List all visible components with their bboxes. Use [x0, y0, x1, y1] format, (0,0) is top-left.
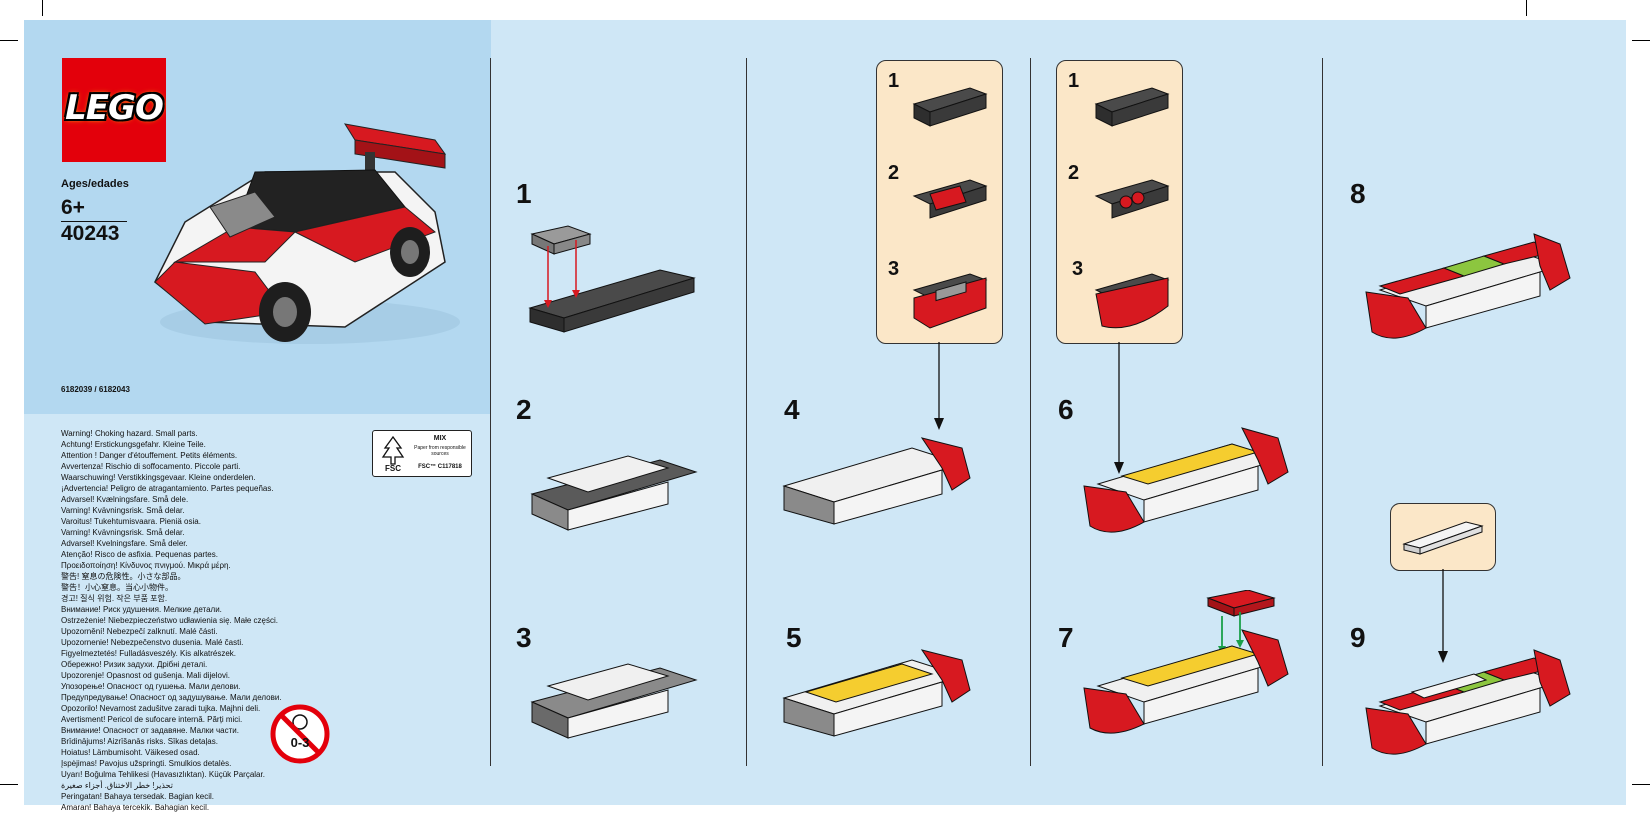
callout-b-num-1: 1	[1068, 70, 1080, 92]
callout-b-parts	[1094, 87, 1170, 329]
warning-line: ¡Advertencia! Peligro de atragantamiento…	[61, 484, 274, 493]
warning-line: Обережно! Ризик задухи. Дрібні деталі.	[61, 660, 208, 669]
column-divider	[1322, 58, 1323, 766]
warning-line: Attention ! Danger d'étouffement. Petits…	[61, 451, 238, 460]
callout-a-arrow	[934, 342, 944, 430]
fsc-label: FSC MIX Paper from responsible sources F…	[372, 430, 472, 477]
warning-line: Предупредување! Опасност од задушување. …	[61, 693, 282, 702]
cover-car-image	[154, 123, 460, 344]
warning-line: Varning! Kvävningsrisk. Små delar.	[61, 528, 185, 537]
warning-line: Opozorilo! Nevarnost zadušitve zaradi tu…	[61, 704, 261, 713]
warning-line: Advarsel! Kvælningsfare. Små dele.	[61, 495, 189, 504]
column-divider	[746, 58, 747, 766]
warning-line: Atenção! Risco de asfixia. Pequenas part…	[61, 550, 218, 559]
step-number-8: 8	[1350, 178, 1366, 209]
callout-c-part	[1402, 521, 1484, 555]
warning-line: Advarsel! Kvelningsfare. Små deler.	[61, 539, 188, 548]
fsc-code: FSC™ C117818	[418, 464, 462, 470]
step-3-image	[530, 663, 698, 739]
step-9-image	[1365, 649, 1571, 755]
warning-line: تحذير! خطر الاختناق. أجزاء صغيرة	[61, 781, 173, 790]
crop-mark	[0, 784, 18, 785]
step-number-9: 9	[1350, 622, 1366, 653]
warning-line: 경고! 질식 위험. 작은 부품 포함.	[61, 594, 168, 603]
column-divider	[490, 58, 491, 766]
column-divider	[1030, 58, 1031, 766]
warning-line: Figyelmeztetés! Fulladásveszély. Kis alk…	[61, 649, 237, 658]
warning-line: 警告！小心窒息。当心小物件。	[61, 583, 173, 592]
warning-line: Avvertenza! Rischio di soffocamento. Pic…	[61, 462, 241, 471]
step-5-image	[782, 649, 971, 737]
warning-line: Avertisment! Pericol de sufocare internă…	[61, 715, 243, 724]
warning-line: Uyarı! Boğulma Tehlikesi (Havasızlıktan)…	[61, 770, 265, 779]
age-warning-icon: 0-3	[270, 704, 330, 764]
crop-mark	[0, 40, 18, 41]
step-7-image	[1083, 590, 1289, 734]
callout-a-num-3: 3	[888, 258, 900, 280]
ages-label: Ages/edades	[61, 178, 129, 190]
warning-line: Waarschuwing! Verstikkingsgevaar. Kleine…	[61, 473, 256, 482]
fsc-tree-icon: FSC	[381, 435, 405, 472]
warning-line: Ostrzeżenie! Niebezpieczeństwo udławieni…	[61, 616, 278, 625]
age-value: 6+	[61, 196, 85, 219]
step-number-5: 5	[786, 622, 802, 653]
step-number-7: 7	[1058, 622, 1074, 653]
age-warning-text: 0-3	[291, 735, 310, 750]
lego-logo: LEGO	[62, 58, 166, 162]
crop-mark	[42, 0, 43, 16]
callout-a-parts	[912, 87, 988, 329]
warning-line: Hoiatus! Lämbumisoht. Väikesed osad.	[61, 748, 200, 757]
fsc-mix: MIX	[433, 435, 447, 442]
warning-line: Varning! Kvävningsrisk. Små delar.	[61, 506, 185, 515]
step-number-2: 2	[516, 394, 532, 425]
step-number-4: 4	[784, 394, 800, 425]
step-8-image	[1365, 233, 1571, 339]
warning-line: 警告! 窒息の危険性。小さな部品。	[61, 572, 186, 581]
callout-a-num-2: 2	[888, 162, 900, 184]
step-6-image	[1083, 427, 1289, 533]
warning-line: Įspėjimas! Pavojus užspringti. Smulkios …	[61, 759, 232, 768]
callout-b-num-2: 2	[1068, 162, 1080, 184]
warning-line: Upozorenje! Opasnost od gušenja. Mali di…	[61, 671, 230, 680]
warning-line: Внимание! Опасност от задавяне. Малки ча…	[61, 726, 239, 735]
callout-a-num-1: 1	[888, 70, 900, 92]
callout-b-num-3: 3	[1072, 258, 1084, 280]
warning-line: Brīdinājums! Aizrīšanās risks. Sīkas det…	[61, 737, 218, 746]
step-4-image	[782, 437, 971, 525]
lego-logo-text: LEGO	[65, 88, 164, 128]
step-number-6: 6	[1058, 394, 1074, 425]
crop-mark	[1526, 0, 1527, 16]
step-2-image	[530, 455, 698, 531]
set-number: 40243	[61, 221, 127, 246]
warning-line: Upozornění! Nebezpečí zalknutí. Malé čás…	[61, 627, 218, 636]
crop-mark	[1632, 40, 1650, 41]
warning-line: Varoitus! Tukehtumisvaara. Pieniä osia.	[61, 517, 201, 526]
warning-line: Amaran! Bahaya tercekik. Bahagian kecil.	[61, 803, 210, 812]
step-1-image	[528, 225, 696, 333]
warning-line: Peringatan! Bahaya tersedak. Bagian keci…	[61, 792, 214, 801]
warning-line: Внимание! Риск удушения. Мелкие детали.	[61, 605, 222, 614]
step-number-3: 3	[516, 622, 532, 653]
choking-warning-list: Warning! Choking hazard. Small parts. Ac…	[61, 428, 361, 813]
callout-b-arrow	[1114, 342, 1124, 474]
warning-line: Προειδοποίηση! Κίνδυνος πνιγμού. Μικρά μ…	[61, 561, 231, 570]
warning-line: Упозорење! Опасност од гушења. Мали дело…	[61, 682, 241, 691]
warning-line: Achtung! Erstickungsgefahr. Kleine Teile…	[61, 440, 206, 449]
warning-line: Warning! Choking hazard. Small parts.	[61, 429, 198, 438]
product-codes: 6182039 / 6182043	[61, 385, 130, 394]
step-number-1: 1	[516, 178, 532, 209]
fsc-sub: Paper from responsible sources	[414, 445, 466, 457]
fsc-logo-text: FSC	[385, 464, 401, 472]
warning-line: Upozornenie! Nebezpečenstvo dusenia. Mal…	[61, 638, 244, 647]
callout-c-arrow	[1438, 569, 1448, 663]
crop-mark	[1632, 784, 1650, 785]
